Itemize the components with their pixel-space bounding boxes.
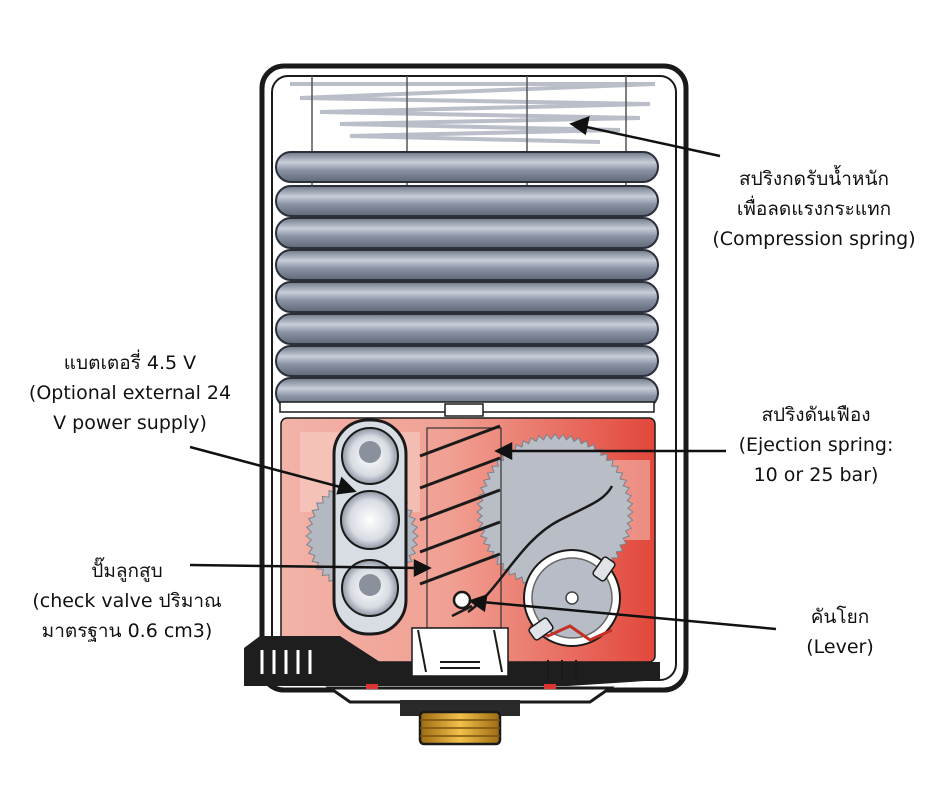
label-pump-line1: ปั๊มลูกสูบ (91, 560, 163, 582)
battery-pack (332, 418, 408, 636)
label-ejection-spring-line1: สปริงดันเฟือง (761, 404, 871, 426)
arrow-pump (189, 563, 419, 570)
label-compression-spring-line3: (Compression spring) (712, 228, 916, 250)
bellows-fold (275, 313, 659, 345)
label-lever-line2: (Lever) (806, 636, 874, 658)
label-compression-spring-line2: เพื่อลดแรงกระแทก (736, 198, 892, 220)
label-battery-line2: (Optional external 24 (28, 382, 232, 404)
compression-spring (290, 82, 656, 144)
divider-shelf (279, 401, 655, 417)
bellows-stack (275, 151, 659, 409)
label-battery: แบตเตอรี่ 4.5 V (Optional external 24 V … (6, 348, 254, 438)
label-lever-line1: คันโยก (810, 606, 870, 628)
label-battery-line1: แบตเตอรี่ 4.5 V (63, 352, 197, 374)
label-pump: ปั๊มลูกสูบ (check valve ปริมาณ มาตรฐาน 0… (6, 556, 248, 646)
label-ejection-spring: สปริงดันเฟือง (Ejection spring: 10 or 25… (718, 400, 914, 490)
label-ejection-spring-line3: 10 or 25 bar) (753, 464, 879, 486)
bellows-fold (275, 217, 659, 249)
label-pump-line3: มาตรฐาน 0.6 cm3) (41, 620, 213, 642)
arrow-lever (481, 600, 777, 631)
bellows-fold (275, 345, 659, 377)
bellows-fold (275, 151, 659, 183)
label-compression-spring-line1: สปริงกดรับน้ำหนัก (739, 168, 889, 190)
label-battery-line3: V power supply) (53, 412, 207, 434)
callout-arrows (189, 116, 777, 631)
lever (451, 485, 614, 618)
label-compression-spring: สปริงกดรับน้ำหนัก เพื่อลดแรงกระแทก (Comp… (696, 164, 932, 254)
bellows-fold (275, 249, 659, 281)
arrow-battery (189, 445, 345, 490)
arrow-compression-spring (581, 124, 721, 158)
bellows-fold (275, 185, 659, 217)
label-pump-line2: (check valve ปริมาณ (32, 590, 222, 612)
threaded-fitting (418, 710, 502, 746)
ring-gear (523, 549, 621, 647)
bellows-fold (275, 281, 659, 313)
battery-cell-middle (340, 490, 400, 550)
label-lever: คันโยก (Lever) (780, 602, 900, 662)
label-ejection-spring-line2: (Ejection spring: (738, 434, 894, 456)
